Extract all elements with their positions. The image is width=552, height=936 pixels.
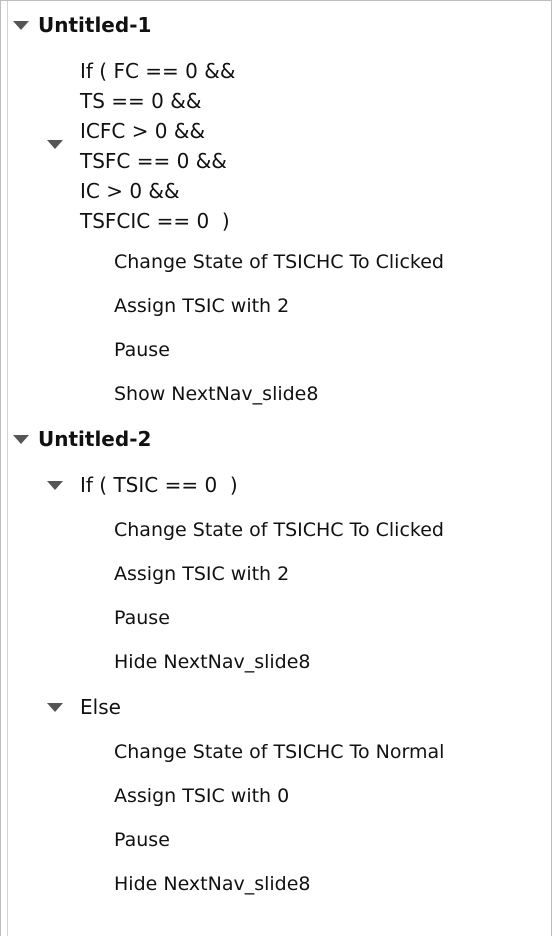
- condition-line[interactable]: ICFC > 0 &&: [80, 119, 206, 143]
- expand-condition-2-icon[interactable]: [47, 481, 63, 490]
- action-item[interactable]: Change State of TSICHC To Normal: [114, 741, 445, 763]
- action-item[interactable]: Assign TSIC with 2: [114, 295, 290, 317]
- action-item[interactable]: Assign TSIC with 2: [114, 563, 290, 585]
- else-branch[interactable]: Else: [80, 695, 121, 719]
- condition-line[interactable]: IC > 0 &&: [80, 179, 180, 203]
- tree-node-untitled-1[interactable]: Untitled-1: [38, 13, 152, 37]
- action-item[interactable]: Hide NextNav_slide8: [114, 873, 311, 895]
- action-item[interactable]: Hide NextNav_slide8: [114, 651, 311, 673]
- expand-else-icon[interactable]: [47, 703, 63, 712]
- action-item[interactable]: Pause: [114, 339, 170, 361]
- panel-gutter-line: [7, 1, 8, 936]
- condition-line[interactable]: If ( TSIC == 0 ): [80, 473, 238, 497]
- expand-condition-1-icon[interactable]: [47, 140, 63, 149]
- condition-line[interactable]: TSFC == 0 &&: [80, 149, 227, 173]
- condition-line[interactable]: If ( FC == 0 &&: [80, 59, 236, 83]
- action-item[interactable]: Assign TSIC with 0: [114, 785, 290, 807]
- action-item[interactable]: Change State of TSICHC To Clicked: [114, 251, 444, 273]
- condition-line[interactable]: TS == 0 &&: [80, 89, 202, 113]
- tree-node-untitled-2[interactable]: Untitled-2: [38, 427, 152, 451]
- expand-untitled-1-icon[interactable]: [13, 21, 29, 30]
- action-item[interactable]: Show NextNav_slide8: [114, 383, 319, 405]
- action-item[interactable]: Pause: [114, 607, 170, 629]
- condition-line[interactable]: TSFCIC == 0 ): [80, 209, 230, 233]
- action-item[interactable]: Change State of TSICHC To Clicked: [114, 519, 444, 541]
- action-item[interactable]: Pause: [114, 829, 170, 851]
- expand-untitled-2-icon[interactable]: [13, 435, 29, 444]
